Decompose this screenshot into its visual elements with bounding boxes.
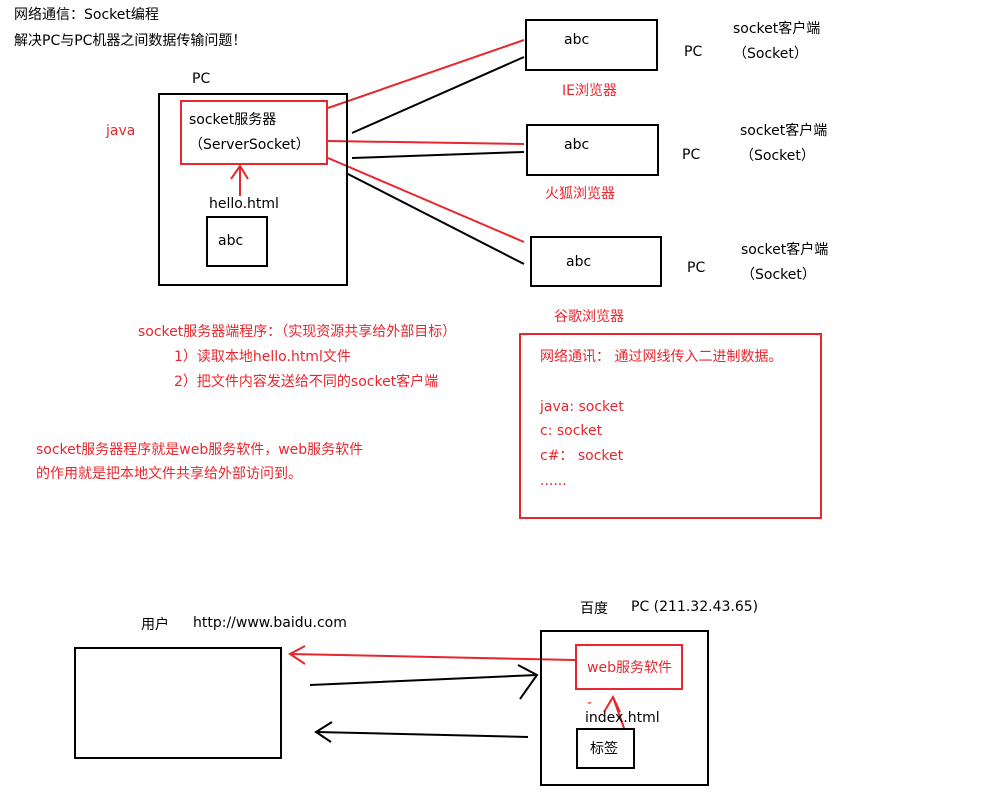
client-firefox-socket-class: （Socket） bbox=[740, 148, 815, 164]
client-firefox-box bbox=[526, 124, 659, 176]
client-firefox-browser-label: 火狐浏览器 bbox=[545, 186, 615, 202]
user-label: 用户 bbox=[141, 617, 169, 633]
baidu-pc-box bbox=[540, 630, 709, 786]
socket-server-box bbox=[180, 100, 328, 165]
client-chrome-box bbox=[530, 236, 662, 287]
red-arrow-file-to-web bbox=[603, 694, 625, 729]
socket-server-label: socket服务器 bbox=[189, 112, 277, 128]
network-note-line-2: java: socket bbox=[540, 399, 624, 415]
red-arrow-file-to-server bbox=[230, 164, 249, 196]
client-firefox-pc-label: PC bbox=[682, 147, 701, 163]
client-ie-browser-label: IE浏览器 bbox=[562, 83, 617, 99]
server-pc-box bbox=[158, 93, 348, 286]
server-pc-label: PC bbox=[192, 71, 211, 87]
network-note-line-4: c#： socket bbox=[540, 448, 624, 464]
client-chrome-content: abc bbox=[566, 254, 592, 270]
tag-box bbox=[576, 728, 635, 769]
baidu-label: 百度 bbox=[580, 601, 608, 617]
client-ie-socket-label: socket客户端 bbox=[733, 21, 821, 37]
baidu-pc-ip-label: PC (211.32.43.65) bbox=[631, 599, 759, 615]
hello-file-content: abc bbox=[218, 233, 244, 249]
black-connector-ie bbox=[351, 56, 525, 134]
index-html-label: index.html bbox=[585, 710, 660, 726]
web-note-line-2: 的作用就是把本地文件共享给外部访问到。 bbox=[36, 466, 302, 482]
server-program-step-2: 2）把文件内容发送给不同的socket客户端 bbox=[174, 374, 439, 390]
network-note-line-1: 网络通讯： 通过网线传入二进制数据。 bbox=[540, 349, 783, 365]
web-software-label: web服务软件 bbox=[587, 660, 672, 676]
tag-label: 标签 bbox=[590, 741, 618, 757]
black-arrow-request bbox=[309, 664, 539, 700]
diagram-subtitle: 解决PC与PC机器之间数据传输问题！ bbox=[14, 33, 247, 49]
red-arrow-to-user bbox=[288, 645, 576, 665]
red-connector-ie bbox=[327, 39, 525, 109]
server-socket-label: （ServerSocket） bbox=[189, 137, 310, 153]
hello-file-box bbox=[206, 216, 268, 267]
server-program-title: socket服务器端程序：（实现资源共享给外部目标） bbox=[138, 324, 457, 340]
red-connector-chrome bbox=[327, 157, 525, 243]
black-connector-chrome bbox=[345, 172, 525, 265]
client-firefox-socket-label: socket客户端 bbox=[740, 123, 828, 139]
hello-html-label: hello.html bbox=[209, 196, 279, 212]
web-note-line-1: socket服务器程序就是web服务软件，web服务软件 bbox=[36, 442, 364, 458]
dash-mark: - bbox=[587, 695, 593, 711]
server-program-step-1: 1）读取本地hello.html文件 bbox=[174, 349, 351, 365]
client-ie-content: abc bbox=[564, 32, 590, 48]
network-note-line-3: c: socket bbox=[540, 423, 603, 439]
url-label: http://www.baidu.com bbox=[193, 615, 347, 631]
web-software-box bbox=[575, 644, 683, 690]
client-chrome-socket-label: socket客户端 bbox=[741, 242, 829, 258]
user-browser-box bbox=[74, 647, 282, 759]
client-chrome-socket-class: （Socket） bbox=[741, 267, 816, 283]
black-arrow-response bbox=[314, 721, 529, 743]
client-ie-socket-class: （Socket） bbox=[733, 46, 808, 62]
black-connector-firefox bbox=[351, 151, 525, 159]
network-note-box bbox=[519, 333, 822, 519]
diagram-title: 网络通信：Socket编程 bbox=[14, 7, 159, 23]
client-ie-box bbox=[525, 19, 658, 71]
red-connector-firefox bbox=[327, 140, 525, 145]
java-label: java bbox=[106, 123, 136, 139]
network-note-line-5: ...... bbox=[540, 473, 567, 489]
client-chrome-browser-label: 谷歌浏览器 bbox=[554, 309, 624, 325]
client-chrome-pc-label: PC bbox=[687, 260, 706, 276]
client-ie-pc-label: PC bbox=[684, 44, 703, 60]
client-firefox-content: abc bbox=[564, 137, 590, 153]
